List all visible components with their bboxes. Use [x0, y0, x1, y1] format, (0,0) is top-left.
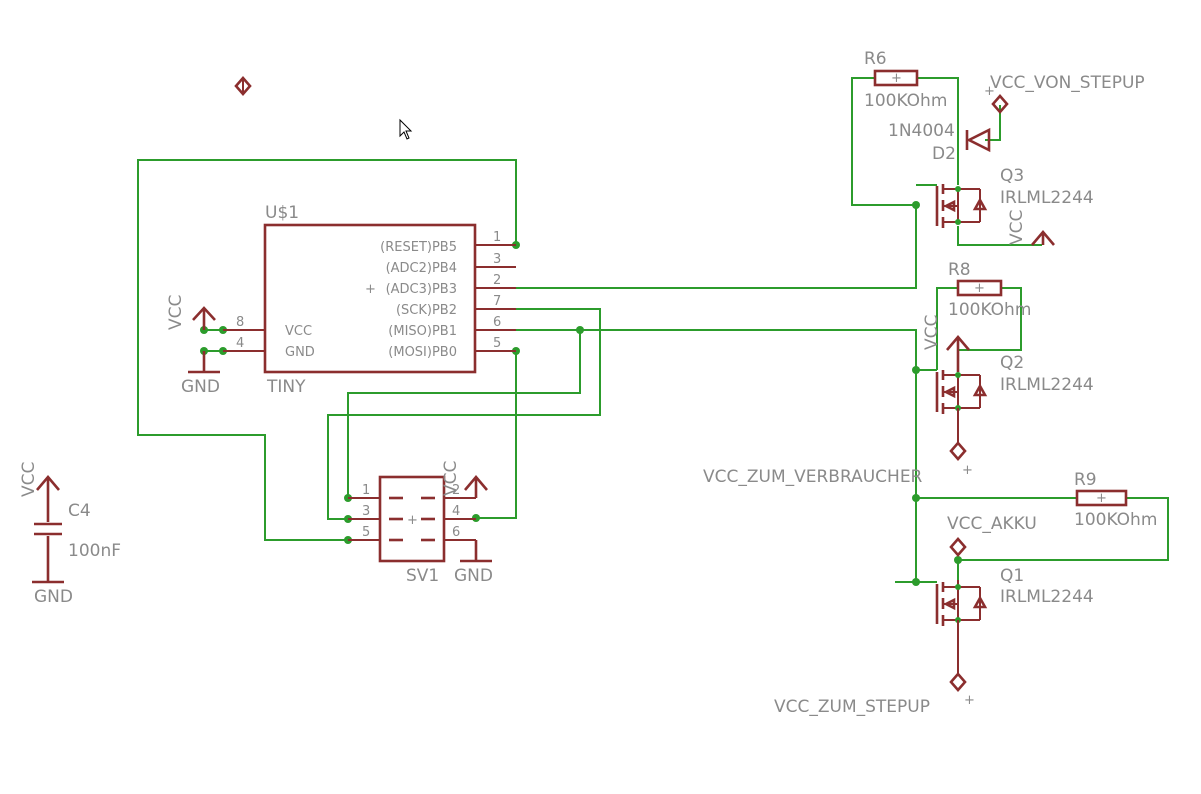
sv1-pin-5: 5 [362, 525, 370, 540]
supply-vcc-zum-stepup: VCC_ZUM_STEPUP + [774, 672, 975, 717]
u1-pin-num-1: 1 [493, 230, 501, 245]
sv1-pin-2: 2 [452, 483, 460, 498]
resistor-r8[interactable]: + R8 100KOhm [948, 260, 1031, 320]
u1-vcc-supply: VCC [166, 295, 216, 330]
r8-origin-cross: + [974, 281, 985, 296]
vcc-von-stepup-cross: + [984, 84, 995, 99]
vcc-zum-stepup-label: VCC_ZUM_STEPUP [774, 697, 930, 717]
u1-gnd-supply: GND [181, 351, 220, 397]
sv1-name: SV1 [406, 566, 439, 586]
mosfet-q2[interactable]: Q2 IRLML2244 [935, 353, 1094, 443]
q3-name: Q3 [1000, 166, 1024, 186]
arrow-cursor-icon [399, 118, 413, 140]
u1-pin-label-gnd: GND [285, 345, 315, 360]
sv1-pin-1: 1 [362, 483, 370, 498]
r9-origin-cross: + [1096, 491, 1107, 506]
c4-vcc-label: VCC [19, 462, 39, 497]
d2-name: D2 [932, 144, 956, 164]
sv1-gnd-label: GND [454, 566, 493, 586]
q2-vcc-supply: VCC [922, 315, 970, 372]
vcc-zum-stepup-cross: + [964, 693, 975, 708]
u1-pin-label-pb0: (MOSI)PB0 [388, 345, 457, 360]
connector-sv1[interactable]: + 1 2 3 4 5 6 SV1 [348, 475, 476, 586]
r9-name: R9 [1074, 470, 1097, 490]
r8-value: 100KOhm [948, 300, 1031, 320]
q3-vcc-label: VCC [1007, 210, 1027, 245]
diode-d2[interactable]: 1N4004 D2 [888, 121, 991, 164]
q3-vcc-supply: VCC [1007, 210, 1055, 246]
u1-pin-num-6: 6 [493, 315, 501, 330]
r8-name: R8 [948, 260, 971, 280]
c4-gnd-label: GND [34, 587, 73, 607]
u1-gnd-label: GND [181, 377, 220, 397]
r9-value: 100KOhm [1074, 510, 1157, 530]
sv1-pin-4: 4 [452, 504, 460, 519]
u1-pin-num-2: 2 [493, 273, 501, 288]
q1-value: IRLML2244 [1000, 587, 1094, 607]
u1-pin-label-pb2: (SCK)PB2 [396, 303, 457, 318]
capacitor-c4[interactable]: VCC C4 100nF GND [19, 462, 121, 607]
mosfet-q1[interactable]: Q1 IRLML2244 [935, 566, 1094, 674]
vcc-zum-verbraucher-label: VCC_ZUM_VERBRAUCHER [703, 467, 923, 487]
ic-tiny[interactable]: U$1 TINY (RESET)PB5 (ADC2)PB4 (ADC3)PB3 … [223, 203, 516, 397]
mosfet-q3[interactable]: Q3 IRLML2244 [935, 166, 1094, 228]
u1-pin-num-7: 7 [493, 294, 501, 309]
r6-name: R6 [864, 49, 887, 69]
vcc-akku-label: VCC_AKKU [947, 514, 1037, 534]
vcc-zum-verbraucher-cross: + [962, 463, 973, 478]
sv1-gnd-supply: GND [454, 540, 493, 586]
sv1-pin-6: 6 [452, 525, 460, 540]
u1-pin-num-5: 5 [493, 336, 501, 351]
u1-pin-label-pb5: (RESET)PB5 [380, 240, 457, 255]
u1-pin-num-4: 4 [236, 336, 244, 351]
q3-value: IRLML2244 [1000, 188, 1094, 208]
u1-pin-label-pb4: (ADC2)PB4 [386, 261, 457, 276]
resistor-r6[interactable]: + R6 100KOhm [864, 49, 947, 111]
d2-value: 1N4004 [888, 121, 955, 141]
q2-vcc-label: VCC [922, 315, 942, 350]
u1-name: U$1 [265, 203, 299, 223]
supply-vcc-von-stepup: + VCC_VON_STEPUP [984, 73, 1145, 114]
u1-vcc-label: VCC [166, 295, 186, 330]
supply-vcc-akku: VCC_AKKU [947, 514, 1037, 557]
origin-marker [234, 76, 252, 96]
c4-name: C4 [68, 501, 91, 521]
u1-origin-cross: + [365, 282, 376, 297]
c4-value: 100nF [68, 541, 121, 561]
u1-pin-label-pb1: (MISO)PB1 [388, 324, 457, 339]
sv1-vcc-supply: VCC [441, 461, 488, 498]
vcc-von-stepup-label: VCC_VON_STEPUP [990, 73, 1145, 93]
sv1-origin-cross: + [407, 513, 418, 528]
r6-origin-cross: + [891, 71, 902, 86]
u1-pin-label-vcc: VCC [285, 324, 312, 339]
u1-pin-num-3: 3 [493, 252, 501, 267]
sv1-pin-3: 3 [362, 504, 370, 519]
sv1-vcc-label: VCC [441, 461, 461, 496]
q2-value: IRLML2244 [1000, 375, 1094, 395]
resistor-r9[interactable]: + R9 100KOhm [1074, 470, 1157, 530]
u1-value: TINY [266, 377, 306, 397]
supply-vcc-zum-verbraucher: VCC_ZUM_VERBRAUCHER + [703, 441, 973, 487]
q2-name: Q2 [1000, 353, 1024, 373]
r6-value: 100KOhm [864, 91, 947, 111]
u1-pin-num-8: 8 [236, 315, 244, 330]
q1-name: Q1 [1000, 566, 1024, 586]
u1-pin-label-pb3: (ADC3)PB3 [386, 282, 457, 297]
